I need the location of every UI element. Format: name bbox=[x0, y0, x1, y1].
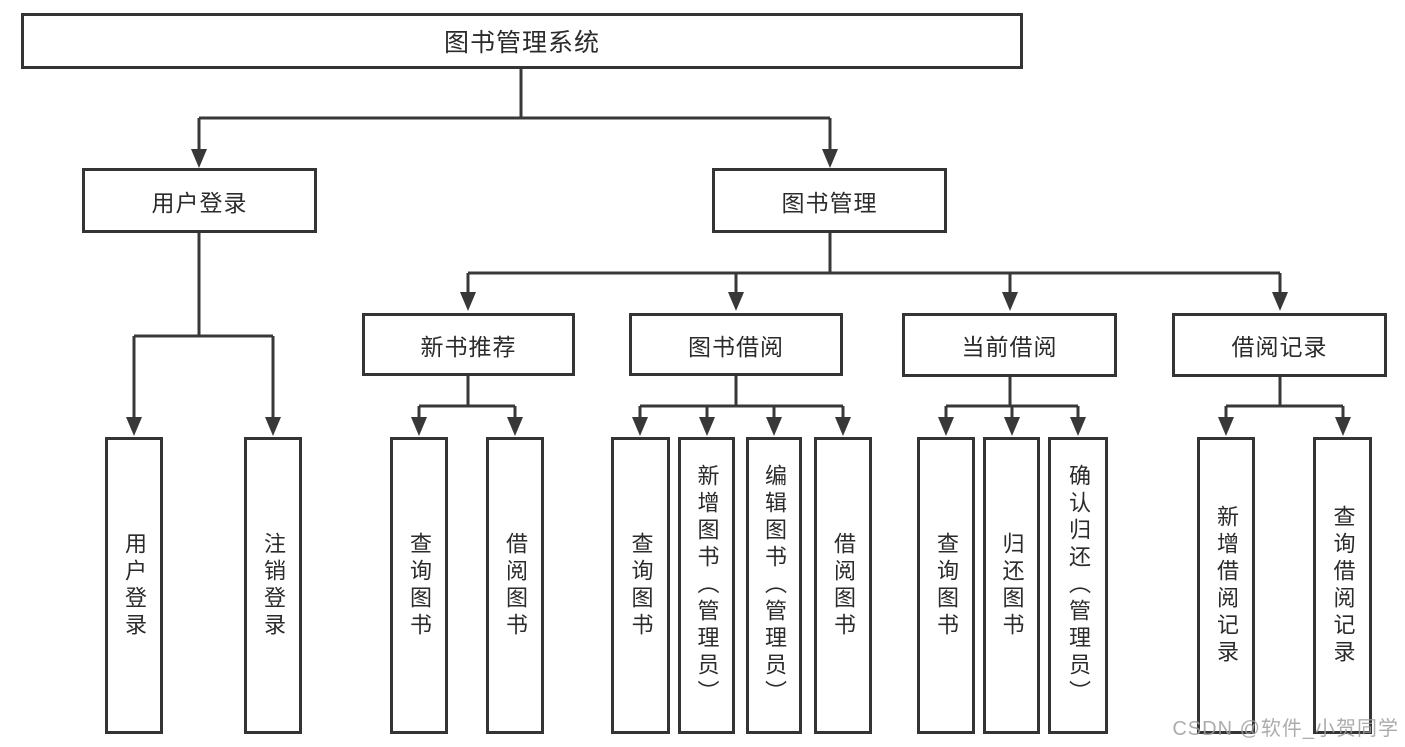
leaf-query-books-recommend: 查询图书 bbox=[390, 437, 448, 734]
arrowhead-icon bbox=[1335, 417, 1351, 436]
csdn-watermark: CSDN @软件_小贺同学 bbox=[1172, 718, 1399, 740]
leaf-query-books-current: 查询图书 bbox=[917, 437, 975, 734]
arrowhead-icon bbox=[938, 417, 954, 436]
arrowhead-icon bbox=[766, 417, 782, 436]
arrowhead-icon bbox=[822, 149, 838, 168]
arrowhead-icon bbox=[460, 292, 476, 311]
arrowhead-icon bbox=[699, 417, 715, 436]
tree-edges bbox=[132, 69, 1345, 418]
node-user-login-branch: 用户登录 bbox=[82, 168, 317, 233]
node-borrow-records: 借阅记录 bbox=[1172, 313, 1387, 377]
leaf-confirm-return-admin: 确认归还（管理员） bbox=[1048, 437, 1108, 734]
node-library-management-system: 图书管理系统 bbox=[21, 13, 1023, 69]
node-book-management: 图书管理 bbox=[712, 168, 947, 233]
arrowhead-icon bbox=[411, 417, 427, 436]
arrowhead-icon bbox=[728, 292, 744, 311]
arrowhead-icon bbox=[1218, 417, 1234, 436]
leaf-add-book-admin: 新增图书（管理员） bbox=[678, 437, 735, 734]
arrowheads bbox=[126, 149, 1351, 436]
leaf-logout-login: 注销登录 bbox=[244, 437, 302, 734]
arrowhead-icon bbox=[1272, 292, 1288, 311]
leaf-borrow-books-recommend: 借阅图书 bbox=[486, 437, 544, 734]
leaf-user-login: 用户登录 bbox=[105, 437, 163, 734]
arrowhead-icon bbox=[507, 417, 523, 436]
node-new-book-recommend: 新书推荐 bbox=[362, 313, 575, 376]
arrowhead-icon bbox=[1002, 292, 1018, 311]
node-book-borrow: 图书借阅 bbox=[629, 313, 843, 376]
leaf-return-book: 归还图书 bbox=[983, 437, 1040, 734]
arrowhead-icon bbox=[835, 417, 851, 436]
arrowhead-icon bbox=[191, 149, 207, 168]
arrowhead-icon bbox=[1004, 417, 1020, 436]
leaf-query-borrow-record: 查询借阅记录 bbox=[1313, 437, 1372, 734]
arrowhead-icon bbox=[1070, 417, 1086, 436]
arrowhead-icon bbox=[632, 417, 648, 436]
leaf-edit-book-admin: 编辑图书（管理员） bbox=[746, 437, 802, 734]
arrowhead-icon bbox=[126, 417, 142, 436]
arrowhead-icon bbox=[265, 417, 281, 436]
node-current-borrow: 当前借阅 bbox=[902, 313, 1117, 377]
leaf-query-books-borrow: 查询图书 bbox=[611, 437, 670, 734]
leaf-add-borrow-record: 新增借阅记录 bbox=[1197, 437, 1255, 734]
leaf-borrow-books-borrow: 借阅图书 bbox=[814, 437, 872, 734]
